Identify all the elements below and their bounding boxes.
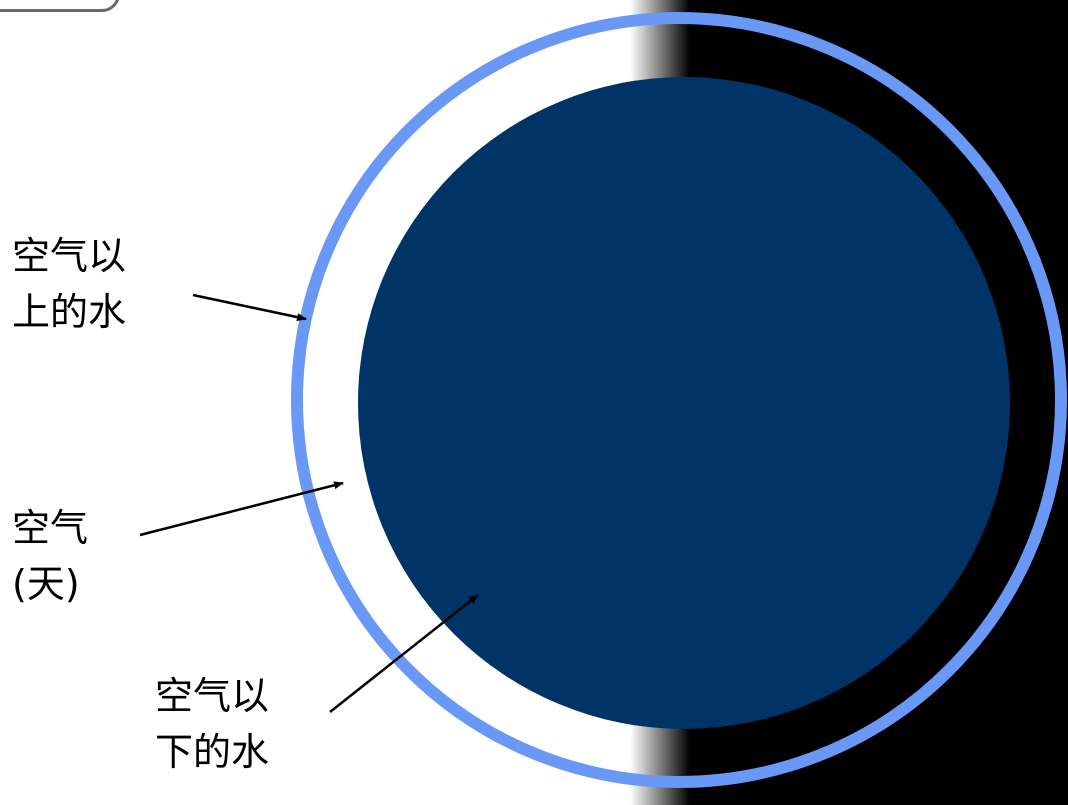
- label-upper-water: 空气以 上的水: [12, 228, 126, 340]
- earth-disc-waters-below: [358, 77, 1010, 729]
- label-air-line2: (天): [12, 562, 80, 606]
- label-lower-water-line2: 下的水: [155, 730, 270, 774]
- arrow-air: [139, 481, 344, 537]
- label-air: 空气 (天): [12, 500, 88, 612]
- label-upper-water-line1: 空气以: [12, 234, 127, 278]
- outer-ring-waters-above: [291, 12, 1067, 788]
- arrow-lower-water: [329, 594, 479, 713]
- label-air-line1: 空气: [12, 506, 89, 550]
- label-upper-water-line2: 上的水: [12, 290, 127, 334]
- arrow-upper-water: [192, 293, 307, 322]
- label-lower-water: 空气以 下的水: [155, 668, 269, 780]
- label-lower-water-line1: 空气以: [155, 674, 270, 718]
